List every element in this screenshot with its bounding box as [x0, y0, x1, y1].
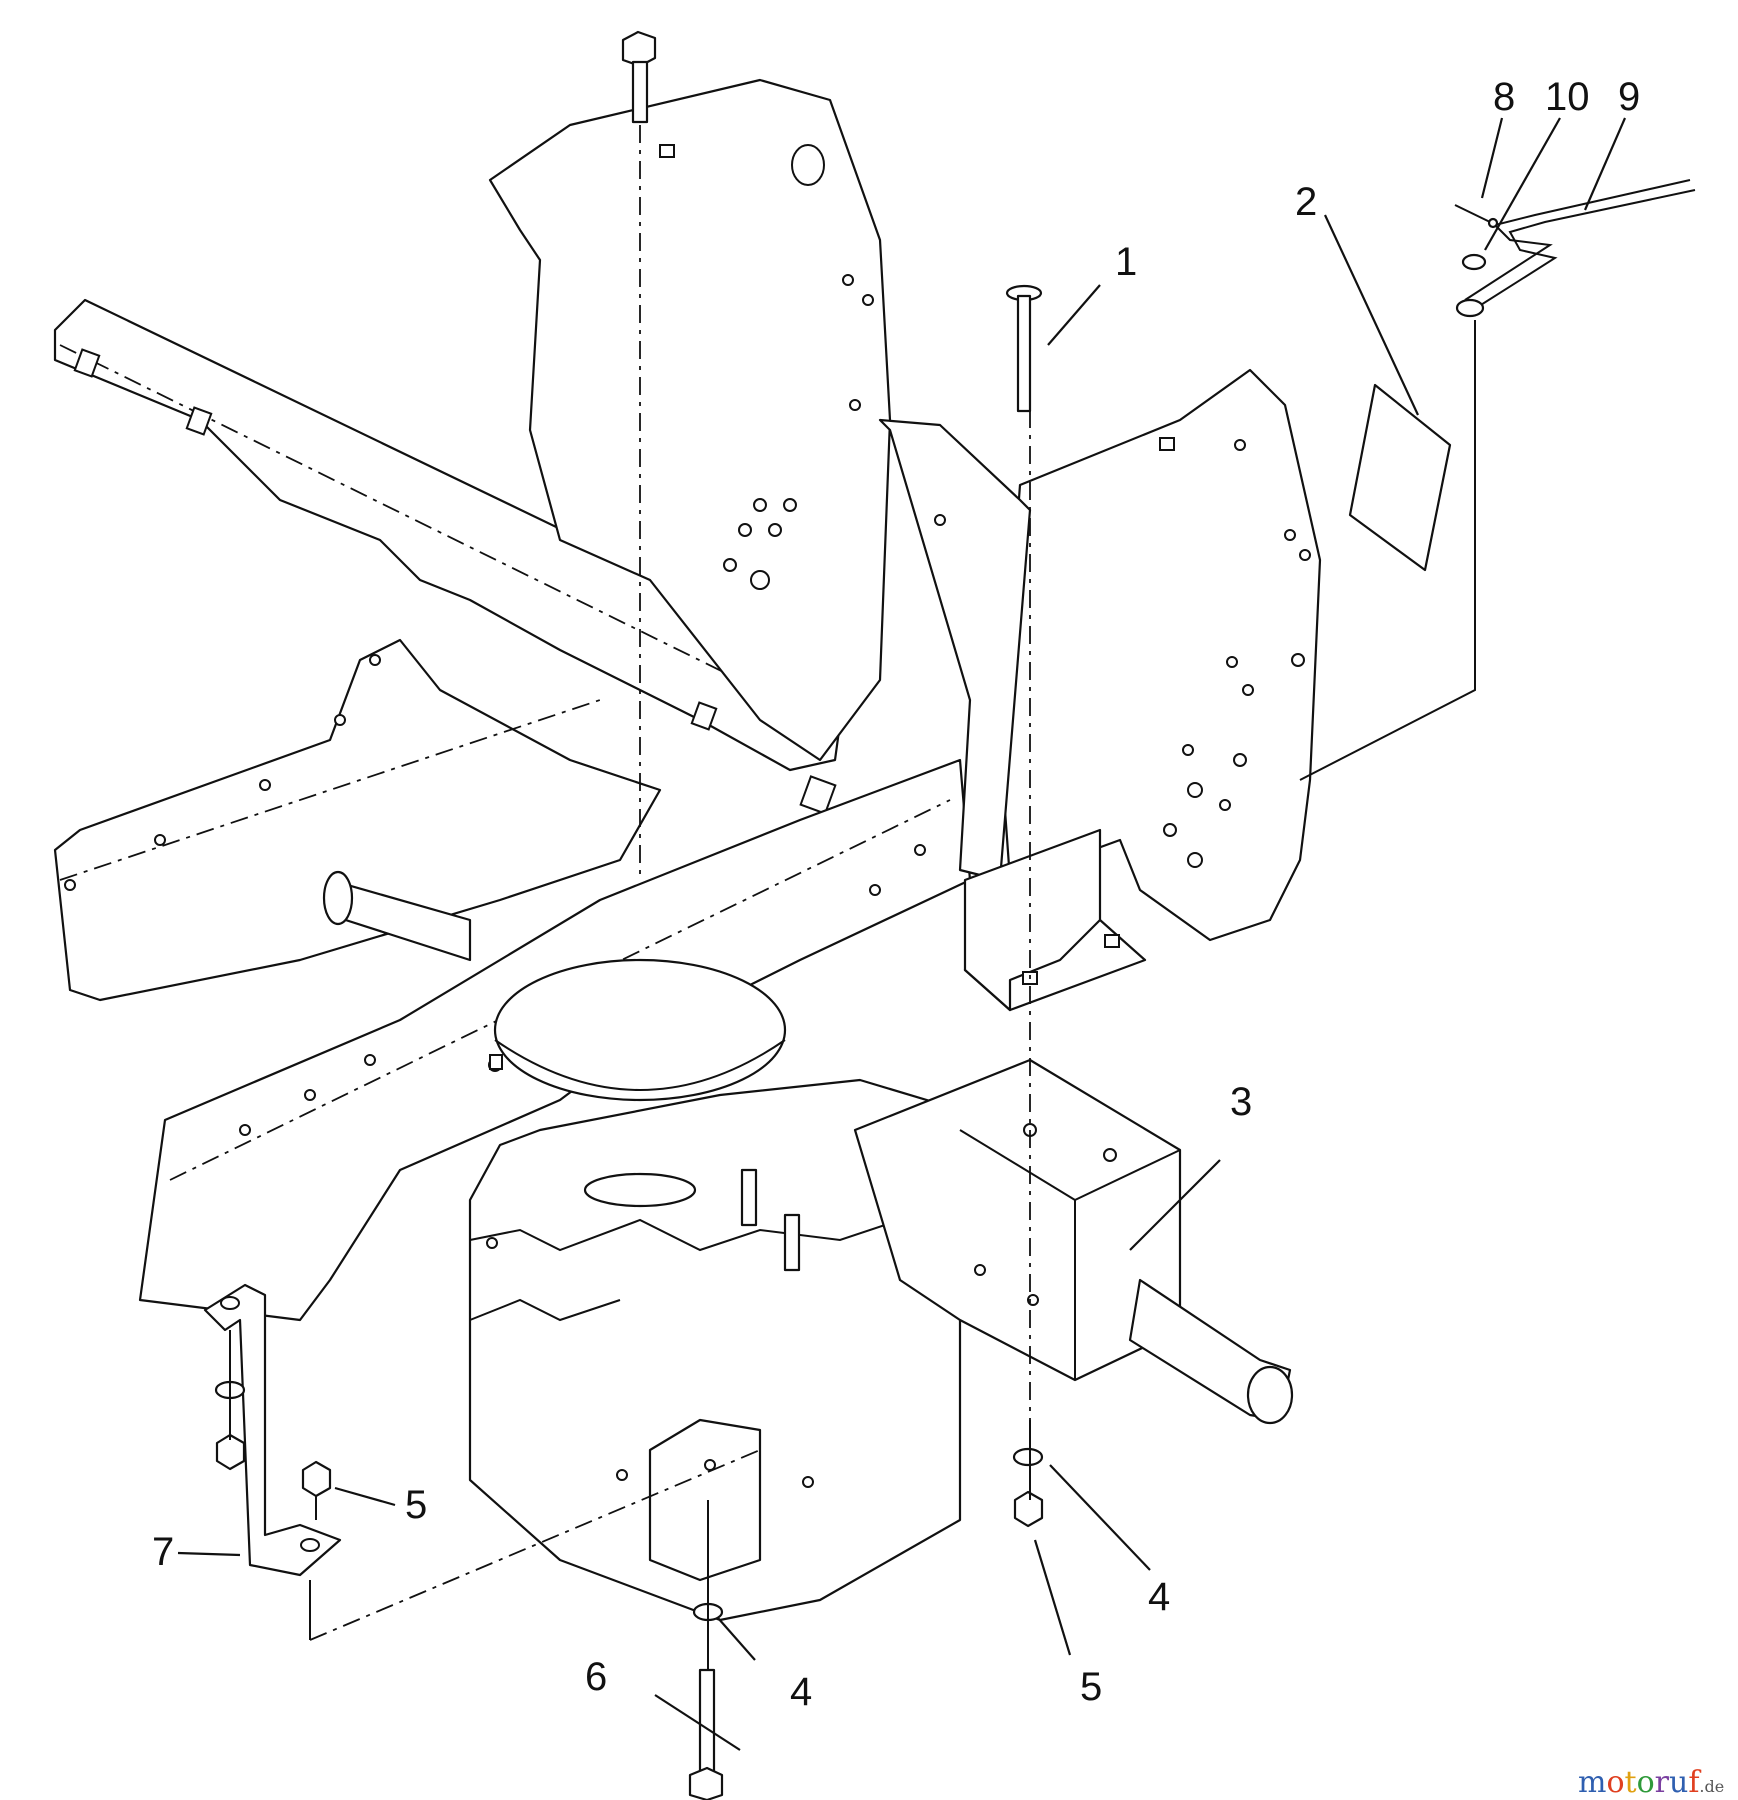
hardware-top-right [1454, 204, 1499, 271]
axle-housing [322, 870, 1294, 1425]
svg-text:motoruf.de: motoruf.de [1578, 1765, 1724, 1800]
callout-4-right: 4 [1148, 1575, 1170, 1619]
leader-lines [177, 117, 1627, 1751]
left-upright-panel [488, 78, 892, 762]
watermark-letter: f [1688, 1765, 1701, 1800]
callout-3: 3 [1230, 1080, 1252, 1124]
nut-left [215, 1433, 246, 1471]
watermark-logo: motoruf.de [1578, 1765, 1724, 1800]
callout-9: 9 [1618, 75, 1640, 119]
callout-labels: 1 2 3 4 4 5 5 6 7 8 10 9 [152, 75, 1640, 1714]
callout-7: 7 [152, 1530, 174, 1574]
watermark-letter: t [1625, 1765, 1637, 1800]
nut-part-5-left [301, 1460, 332, 1498]
watermark-letter: o [1606, 1765, 1624, 1800]
callout-1: 1 [1115, 240, 1137, 284]
callout-2: 2 [1295, 180, 1317, 224]
watermark-letter: r [1655, 1765, 1670, 1800]
right-upright-panel [878, 368, 1322, 942]
rod-part-9 [1455, 179, 1696, 318]
mounting-foot-bracket [963, 828, 1147, 1012]
callout-4-lower: 4 [790, 1670, 812, 1714]
frame-rail-lower [53, 638, 662, 1002]
washer-part-4-right [1012, 1447, 1044, 1467]
callout-8: 8 [1493, 75, 1515, 119]
watermark-letter: m [1578, 1765, 1606, 1800]
bolt-top-left [621, 30, 657, 124]
pin-part-1 [1005, 284, 1043, 413]
transaxle-housing [468, 958, 962, 1622]
watermark-suffix: .de [1699, 1777, 1724, 1796]
callout-5-left: 5 [405, 1483, 427, 1527]
bracket-part-7 [203, 1283, 342, 1577]
watermark-letter: o [1637, 1765, 1655, 1800]
callout-10: 10 [1545, 75, 1590, 119]
callout-6: 6 [585, 1655, 607, 1699]
plate-part-2 [1348, 383, 1452, 572]
callout-5-right: 5 [1080, 1665, 1102, 1709]
alignment-lines [229, 125, 1476, 1670]
watermark-letter: u [1669, 1765, 1688, 1800]
nut-part-5-right [1013, 1490, 1044, 1528]
bolt-part-6 [688, 1668, 724, 1800]
